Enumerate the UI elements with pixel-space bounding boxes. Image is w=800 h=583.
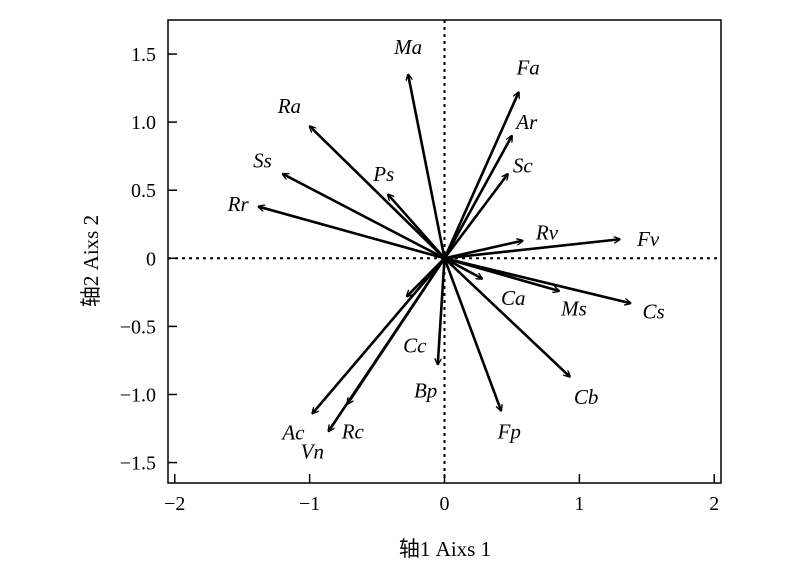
- vector-label-bp: Bp: [414, 378, 437, 402]
- vector-label-cs: Cs: [642, 299, 664, 323]
- vector-label-cb: Cb: [574, 385, 599, 409]
- x-tick-label: −1: [299, 493, 320, 515]
- vector-arrow-ma: [408, 74, 446, 259]
- y-tick-label: −1.5: [120, 453, 156, 475]
- y-tick-label: 0.5: [131, 180, 156, 202]
- vector-label-ms: Ms: [560, 297, 587, 321]
- vector-label-fp: Fp: [497, 419, 521, 443]
- vector-arrow-fv: [444, 239, 620, 260]
- vector-label-ps: Ps: [372, 162, 394, 186]
- vector-arrow-vn: [329, 257, 446, 431]
- vector-label-sc: Sc: [513, 154, 534, 178]
- x-tick-label: 0: [440, 493, 450, 515]
- vector-arrow-ac: [312, 257, 446, 413]
- y-axis-title: 轴2 Aixs 2: [79, 215, 103, 307]
- vector-label-ca: Ca: [501, 286, 526, 310]
- vector-label-rv: Rv: [535, 220, 559, 244]
- vector-arrow-fp: [443, 257, 502, 411]
- x-axis-title: 轴1 Aixs 1: [399, 537, 491, 561]
- y-tick-label: 0: [146, 248, 156, 270]
- vector-label-ar: Ar: [514, 110, 538, 134]
- vector-label-rr: Rr: [227, 192, 250, 216]
- vector-arrow-fa: [443, 92, 519, 259]
- y-tick-label: 1.5: [131, 44, 156, 66]
- vector-label-ss: Ss: [253, 148, 272, 172]
- x-tick-label: 1: [574, 493, 584, 515]
- vector-arrow-ss: [283, 172, 446, 260]
- vector-arrow-cs: [444, 257, 631, 303]
- vector-label-cc: Cc: [403, 333, 427, 357]
- vector-label-ma: Ma: [393, 35, 422, 59]
- y-tick-label: 1.0: [131, 112, 156, 134]
- vector-arrow-ar: [443, 136, 514, 259]
- y-tick-label: −0.5: [120, 316, 156, 338]
- vector-arrow-rr: [258, 207, 445, 260]
- vector-label-ac: Ac: [280, 421, 305, 445]
- vector-label-vn: Vn: [301, 440, 324, 464]
- vector-arrow-ca: [443, 257, 483, 280]
- vector-label-fv: Fv: [636, 227, 660, 251]
- vector-label-fa: Fa: [515, 56, 539, 80]
- y-tick-label: −1.0: [120, 384, 156, 406]
- x-tick-label: 2: [709, 493, 719, 515]
- vector-arrow-sc: [443, 174, 508, 260]
- vector-label-rc: Rc: [341, 419, 365, 443]
- vector-arrow-ps: [388, 194, 446, 260]
- x-tick-label: −2: [164, 493, 185, 515]
- vector-arrow-cb: [443, 257, 570, 376]
- vector-arrow-ra: [310, 126, 446, 260]
- vector-label-ra: Ra: [277, 94, 301, 118]
- vector-arrow-rv: [444, 241, 523, 260]
- vector-arrow-bp: [438, 258, 446, 364]
